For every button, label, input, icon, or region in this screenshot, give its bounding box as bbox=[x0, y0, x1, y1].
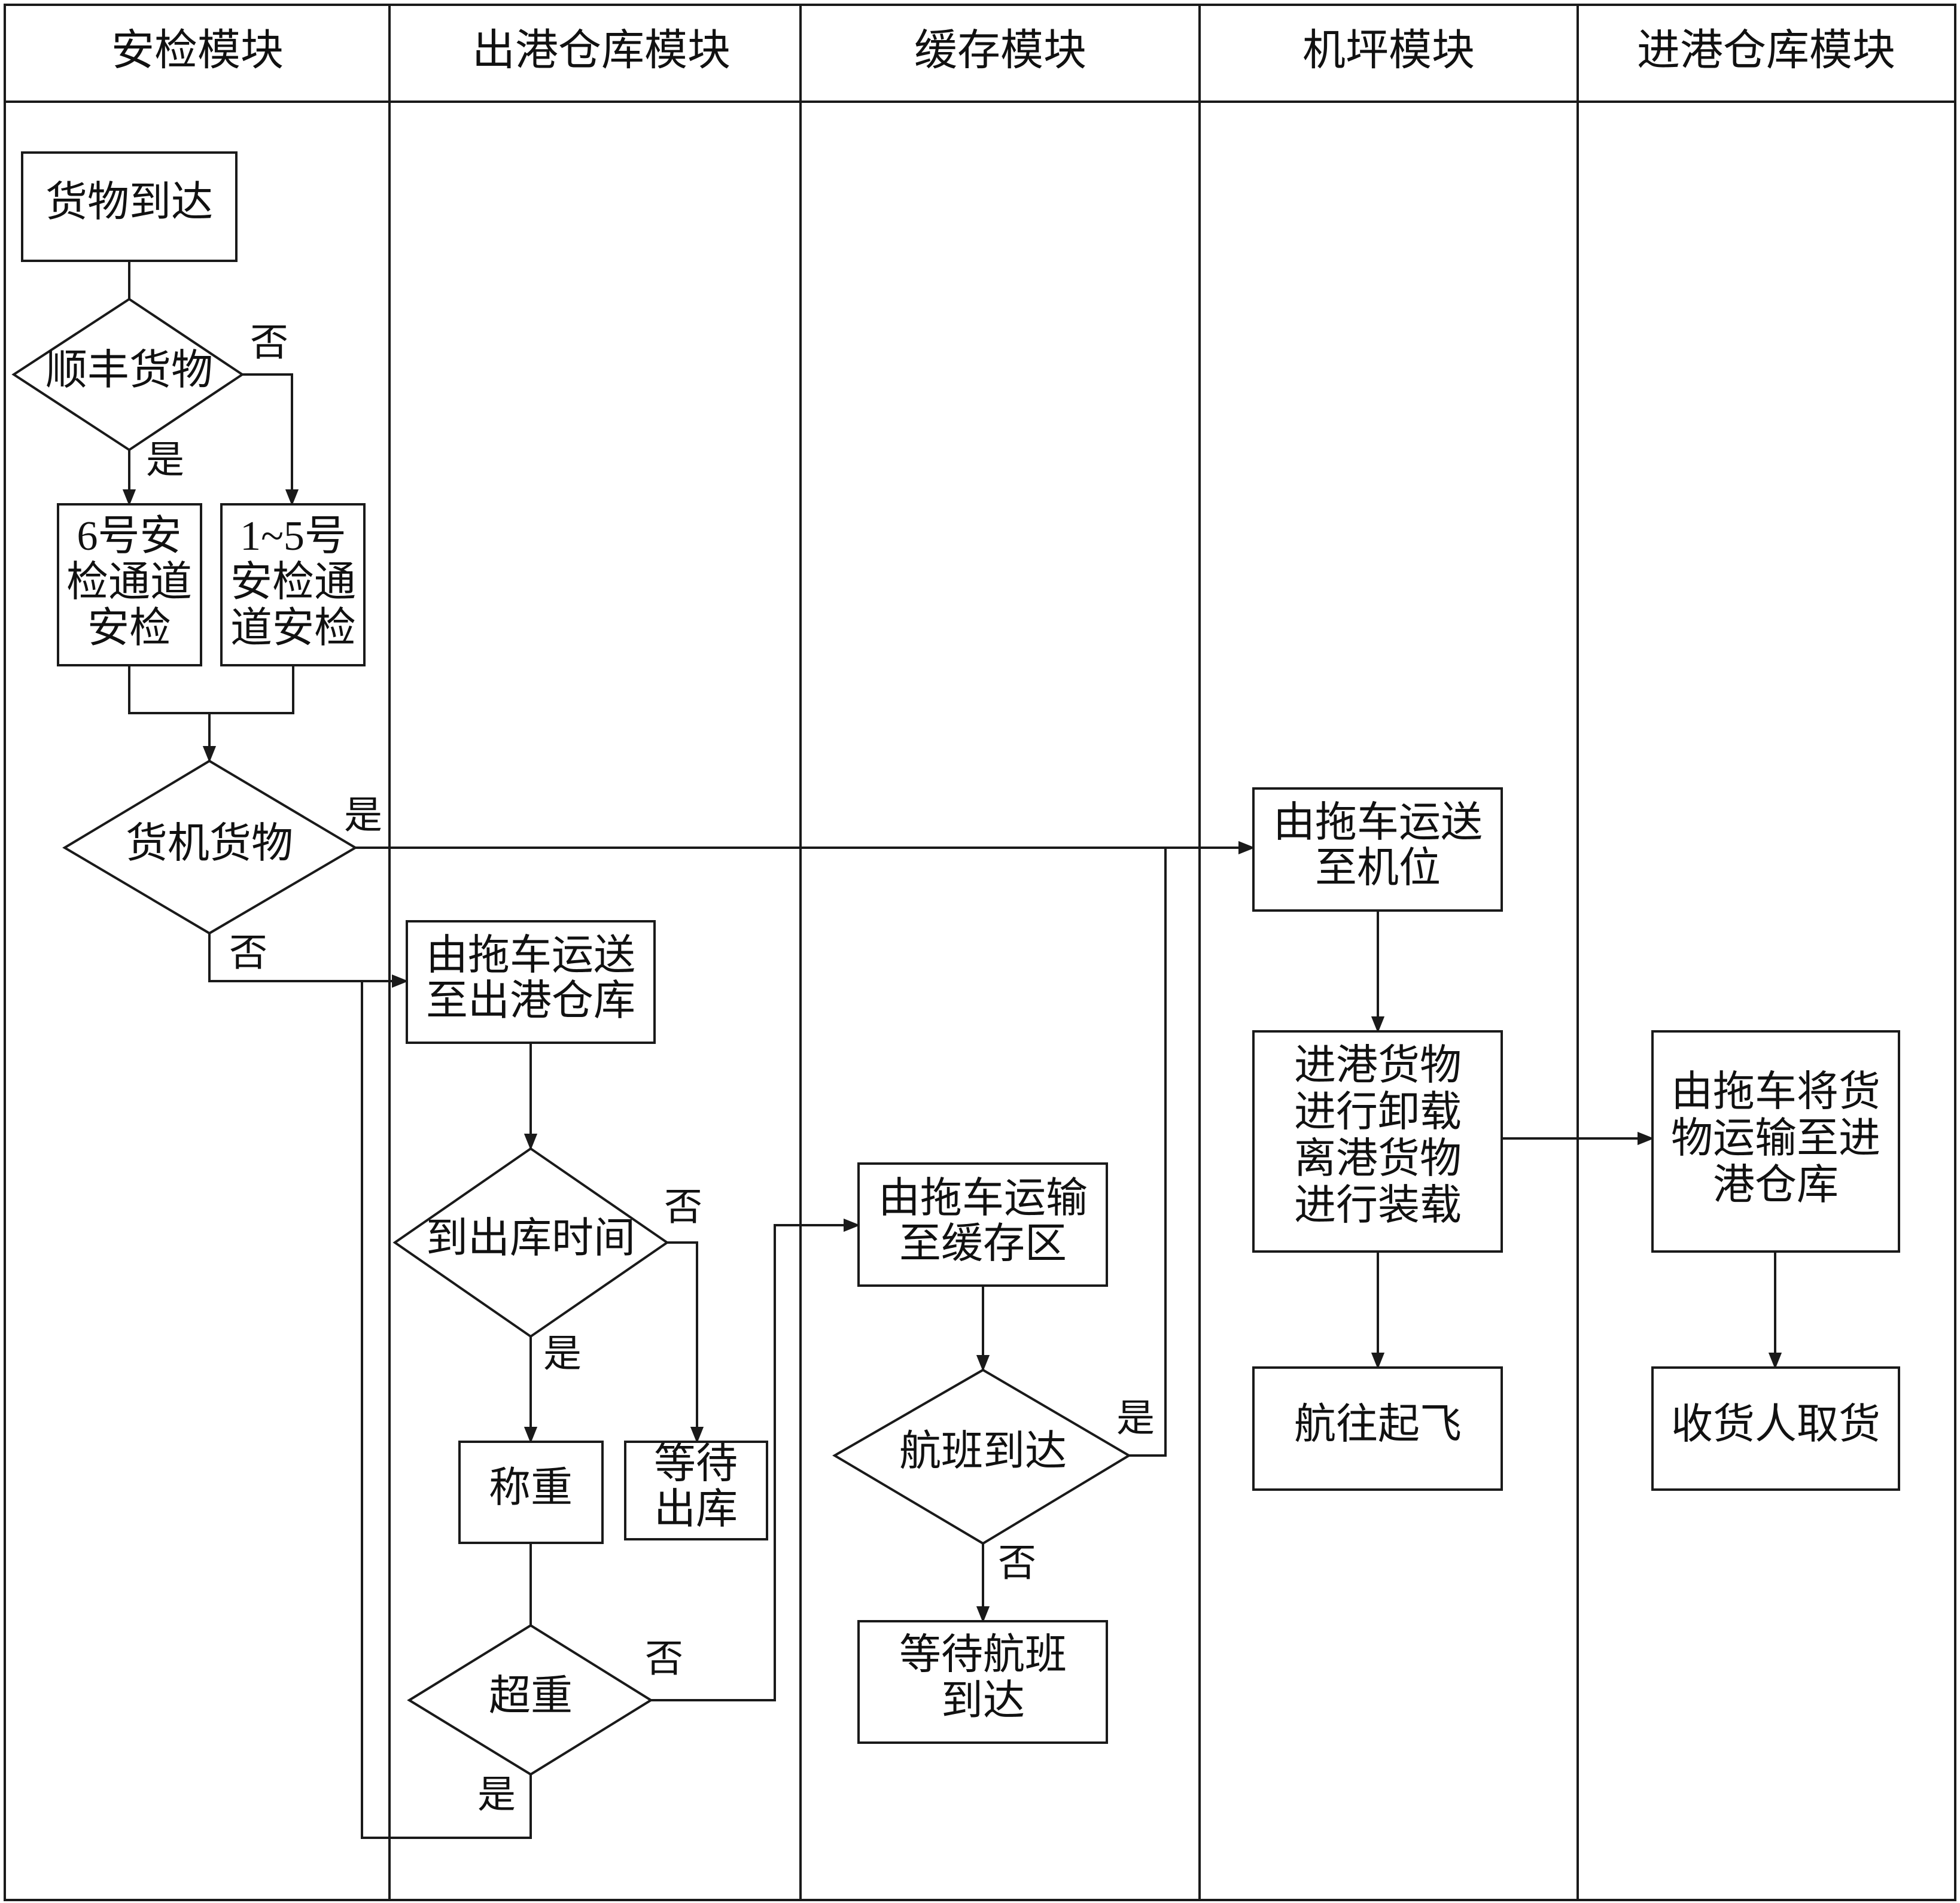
pickup-box bbox=[1651, 1366, 1900, 1491]
load-unload-line-2: 进行卸载 bbox=[1294, 1089, 1462, 1135]
lane-header-inbound-warehouse: 进港仓库模块 bbox=[1637, 27, 1895, 75]
out-time-decision: 到出库时间 是 否 bbox=[392, 1147, 702, 1375]
arrow-sf-no bbox=[242, 373, 299, 506]
out-time-label: 到出库时间 bbox=[426, 1216, 635, 1262]
lane-header-buffer: 缓存模块 bbox=[914, 27, 1086, 75]
overweight-diamond bbox=[407, 1624, 653, 1776]
load-unload-step: 进港货物 进行卸载 离港货物 进行装载 bbox=[1252, 1030, 1503, 1253]
takeoff-label: 航往起飞 bbox=[1294, 1402, 1462, 1448]
flight-arrive-label: 航班到达 bbox=[899, 1429, 1067, 1475]
out-time-no-label: 否 bbox=[664, 1186, 702, 1229]
flight-arrive-no-label: 否 bbox=[998, 1542, 1036, 1585]
tow-out-wh-box bbox=[406, 920, 656, 1044]
sf-cargo-diamond bbox=[11, 297, 245, 452]
pickup-step: 收货人取货 bbox=[1651, 1366, 1900, 1491]
lane-headers: 安检模块 出港仓库模块 缓存模块 机坪模块 进港仓库模块 bbox=[111, 27, 1895, 75]
tow-buffer-box bbox=[857, 1162, 1108, 1287]
overweight-decision: 超重 是 否 bbox=[407, 1624, 683, 1816]
sf-cargo-yes-label: 是 bbox=[146, 439, 184, 482]
weigh-step: 称重 bbox=[458, 1441, 604, 1544]
overweight-yes-label: 是 bbox=[477, 1774, 516, 1816]
tow-in-wh-box bbox=[1651, 1030, 1900, 1253]
freighter-diamond bbox=[62, 759, 358, 935]
wait-out-line-2: 出库 bbox=[654, 1487, 738, 1533]
channel-1-5-line-3: 道安检 bbox=[230, 605, 356, 651]
lane-header-outbound-warehouse: 出港仓库模块 bbox=[472, 27, 731, 75]
outer-border bbox=[4, 4, 1956, 1901]
tow-in-wh-line-3: 港仓库 bbox=[1713, 1162, 1839, 1208]
out-time-diamond bbox=[392, 1147, 669, 1338]
arrow-out-time-no bbox=[667, 1241, 704, 1444]
weigh-label: 称重 bbox=[489, 1465, 573, 1511]
channel-6-line-2: 检通道 bbox=[66, 559, 192, 605]
tow-buffer-step: 由拖车运输 至缓存区 bbox=[857, 1162, 1108, 1287]
load-unload-line-1: 进港货物 bbox=[1294, 1043, 1462, 1089]
cargo-arrive-label: 货物到达 bbox=[45, 179, 213, 226]
freighter-yes-label: 是 bbox=[344, 794, 382, 837]
wait-out-line-1: 等待 bbox=[654, 1441, 738, 1487]
channel-6-line-3: 安检 bbox=[87, 605, 171, 651]
channel-1-5-line-2: 安检通 bbox=[230, 559, 356, 605]
tow-out-wh-step: 由拖车运送 至出港仓库 bbox=[406, 920, 656, 1044]
channel-6-step: 6号安 检通道 安检 bbox=[57, 503, 202, 666]
channel-1-5-line-1: 1~5号 bbox=[240, 513, 346, 559]
sf-cargo-label: 顺丰货物 bbox=[45, 348, 213, 394]
out-time-yes-label: 是 bbox=[543, 1333, 582, 1375]
flight-arrive-diamond bbox=[832, 1368, 1131, 1545]
weigh-box bbox=[458, 1441, 604, 1544]
channel-1-5-step: 1~5号 安检通 道安检 bbox=[220, 503, 366, 666]
wait-flight-step: 等待航班 到达 bbox=[857, 1620, 1108, 1744]
load-unload-box bbox=[1252, 1030, 1503, 1253]
freighter-decision: 货机货物 是 否 bbox=[62, 759, 382, 975]
cargo-arrive-box bbox=[21, 151, 238, 262]
wait-out-step: 等待 出库 bbox=[624, 1441, 768, 1540]
channel-1-5-box bbox=[220, 503, 366, 666]
wait-out-box bbox=[624, 1441, 768, 1540]
tow-out-wh-line-1: 由拖车运送 bbox=[426, 933, 635, 979]
tow-buffer-line-1: 由拖车运输 bbox=[878, 1176, 1088, 1222]
connector-channels-merge bbox=[128, 665, 294, 714]
connectors bbox=[122, 261, 1782, 1839]
wait-flight-line-2: 到达 bbox=[941, 1678, 1025, 1724]
arrow-overweight-no bbox=[651, 1218, 860, 1701]
overweight-no-label: 否 bbox=[645, 1638, 683, 1680]
overweight-label: 超重 bbox=[489, 1673, 573, 1719]
channel-6-line-1: 6号安 bbox=[77, 513, 182, 559]
takeoff-step: 航往起飞 bbox=[1252, 1366, 1503, 1491]
sf-cargo-no-label: 否 bbox=[250, 322, 288, 364]
lane-header-security: 安检模块 bbox=[111, 27, 284, 75]
freighter-label: 货机货物 bbox=[126, 821, 293, 867]
connector-flight-yes bbox=[1129, 848, 1167, 1457]
tow-in-wh-line-2: 物运输至进 bbox=[1671, 1116, 1880, 1162]
sf-cargo-decision: 顺丰货物 是 否 bbox=[11, 297, 288, 482]
load-unload-line-4: 进行装载 bbox=[1294, 1183, 1462, 1229]
tow-buffer-line-2: 至缓存区 bbox=[899, 1221, 1067, 1267]
lane-header-apron: 机坪模块 bbox=[1302, 27, 1475, 75]
tow-stand-line-1: 由拖车运送 bbox=[1273, 800, 1483, 846]
load-unload-line-3: 离港货物 bbox=[1294, 1136, 1462, 1182]
arrow-freighter-no bbox=[208, 933, 409, 988]
connector-overweight-yes bbox=[361, 981, 532, 1839]
tow-in-wh-step: 由拖车将货 物运输至进 港仓库 bbox=[1651, 1030, 1900, 1253]
wait-flight-line-1: 等待航班 bbox=[899, 1632, 1067, 1678]
flight-arrive-yes-label: 是 bbox=[1116, 1397, 1155, 1440]
wait-flight-box bbox=[857, 1620, 1108, 1744]
flight-arrive-decision: 航班到达 否 是 bbox=[832, 1368, 1155, 1585]
pickup-label: 收货人取货 bbox=[1671, 1402, 1880, 1448]
takeoff-box bbox=[1252, 1366, 1503, 1491]
tow-stand-line-2: 至机位 bbox=[1315, 845, 1441, 891]
tow-out-wh-line-2: 至出港仓库 bbox=[426, 978, 635, 1024]
freighter-no-label: 否 bbox=[229, 932, 267, 975]
lane-frame bbox=[4, 4, 1956, 1901]
tow-stand-box bbox=[1252, 787, 1503, 912]
tow-in-wh-line-1: 由拖车将货 bbox=[1671, 1069, 1880, 1115]
tow-stand-step: 由拖车运送 至机位 bbox=[1252, 787, 1503, 912]
cargo-arrive-step: 货物到达 bbox=[21, 151, 238, 262]
channel-6-box bbox=[57, 503, 202, 666]
